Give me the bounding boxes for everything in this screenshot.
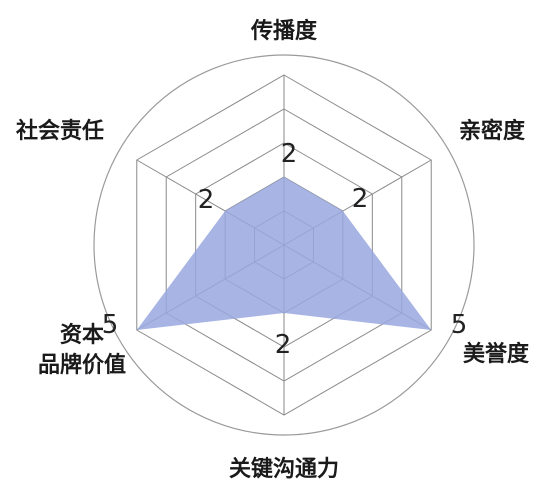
axis-label-5: 社会责任 <box>16 118 104 144</box>
value-label-0: 2 <box>281 139 298 169</box>
axis-label-0: 传播度 <box>250 18 318 44</box>
outer-circle <box>93 54 475 436</box>
axis-label-2: 美誉度 <box>463 341 530 367</box>
axis-label-3: 关键沟通力 <box>229 456 339 482</box>
value-label-4: 5 <box>102 310 119 340</box>
data-area <box>136 177 432 330</box>
axis-label-1: 亲密度 <box>459 118 526 144</box>
value-label-5: 2 <box>198 185 215 215</box>
value-labels: 2 2 5 2 5 2 <box>102 139 468 360</box>
value-label-3: 2 <box>275 330 292 360</box>
value-label-2: 5 <box>451 310 468 340</box>
value-label-1: 2 <box>352 184 369 214</box>
axis-label-4: 资本品牌价值 <box>38 323 126 378</box>
